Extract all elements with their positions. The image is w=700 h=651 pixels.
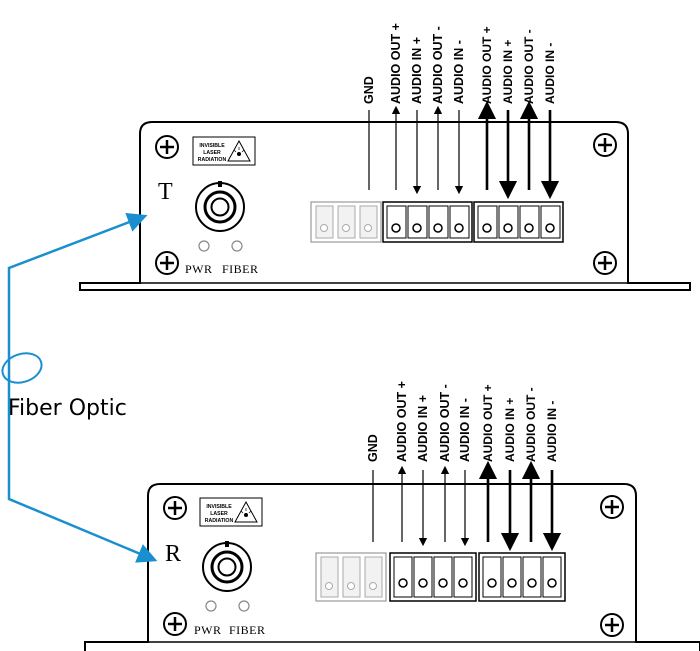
screw-icon: [163, 612, 187, 636]
fiber-led-indicator: [231, 240, 243, 252]
terminal-label: AUDIO IN -: [458, 398, 472, 462]
terminal-label: AUDIO IN -: [543, 43, 557, 104]
terminal-label: GND: [366, 434, 380, 462]
terminal-label: AUDIO OUT -: [522, 29, 536, 104]
terminal-label: AUDIO OUT +: [389, 23, 403, 104]
fiber-cable-top: [7, 212, 148, 363]
fiber-led-label: FIBER: [222, 262, 259, 276]
warning-line: LASER: [210, 511, 228, 517]
pwr-led-label: PWR: [194, 623, 222, 637]
fiber-bundle-loop: [1, 352, 43, 384]
receiver-device: INVISIBLE LASER RADIATION R PWR FIBER: [84, 381, 700, 651]
screw-icon: [600, 495, 624, 519]
audio-terminal-block-1[interactable]: [382, 201, 473, 243]
laser-hazard-icon: [234, 500, 258, 523]
warning-line: INVISIBLE: [199, 143, 225, 149]
terminal-label: GND: [362, 76, 376, 104]
fiber-cable-bottom: [7, 363, 158, 563]
terminal-label: AUDIO IN -: [545, 401, 559, 462]
fiber-optic-label: Fiber Optic: [8, 396, 127, 421]
terminal-label: AUDIO IN +: [501, 40, 515, 104]
device-letter: R: [165, 541, 181, 567]
warning-line: LASER: [203, 150, 221, 156]
transmitter-device: INVISIBLE LASER RADIATION T PWR FIBER: [79, 23, 691, 291]
screw-icon: [155, 251, 179, 275]
pwr-led-indicator: [205, 600, 217, 612]
pwr-led-indicator: [198, 240, 210, 252]
terminal-label: AUDIO OUT +: [480, 26, 494, 104]
aux-terminal-block: [310, 201, 382, 243]
aux-terminal-block: [315, 552, 387, 602]
fiber-optic-cable: Fiber Optic: [1, 212, 158, 563]
laser-warning-label: INVISIBLE LASER RADIATION: [192, 136, 256, 166]
screw-icon: [593, 251, 617, 275]
terminal-label: AUDIO IN +: [503, 398, 517, 462]
receiver-wiring: GND AUDIO OUT + AUDIO IN + AUDIO OUT - AUDIO…: [366, 381, 562, 552]
fiber-connector[interactable]: [195, 181, 245, 232]
screw-icon: [593, 133, 617, 157]
terminal-label: AUDIO OUT -: [524, 387, 538, 462]
terminal-label: AUDIO OUT +: [395, 381, 409, 462]
audio-terminal-block-2[interactable]: [473, 201, 564, 243]
terminal-label: AUDIO IN +: [410, 37, 424, 104]
warning-line: RADIATION: [205, 518, 234, 524]
fiber-connector[interactable]: [202, 541, 252, 592]
transmitter-wiring: GND AUDIO OUT + AUDIO IN + AUDIO OUT - AUDIO…: [362, 23, 560, 200]
laser-hazard-icon: [227, 139, 251, 162]
fiber-led-indicator: [238, 600, 250, 612]
fiber-led-label: FIBER: [229, 623, 266, 637]
terminal-label: AUDIO OUT -: [438, 384, 452, 462]
audio-terminal-block-1[interactable]: [389, 552, 477, 602]
pwr-led-label: PWR: [185, 262, 213, 276]
terminal-label: AUDIO OUT +: [481, 384, 495, 462]
screw-icon: [600, 613, 624, 637]
device-letter: T: [158, 179, 173, 205]
terminal-label: AUDIO OUT -: [431, 26, 445, 104]
warning-line: RADIATION: [198, 157, 227, 163]
screw-icon: [155, 135, 179, 159]
screw-icon: [163, 496, 187, 520]
audio-terminal-block-2[interactable]: [478, 552, 566, 602]
warning-line: INVISIBLE: [206, 504, 232, 510]
terminal-label: AUDIO IN +: [416, 395, 430, 462]
terminal-label: AUDIO IN -: [452, 40, 466, 104]
laser-warning-label: INVISIBLE LASER RADIATION: [199, 497, 263, 527]
